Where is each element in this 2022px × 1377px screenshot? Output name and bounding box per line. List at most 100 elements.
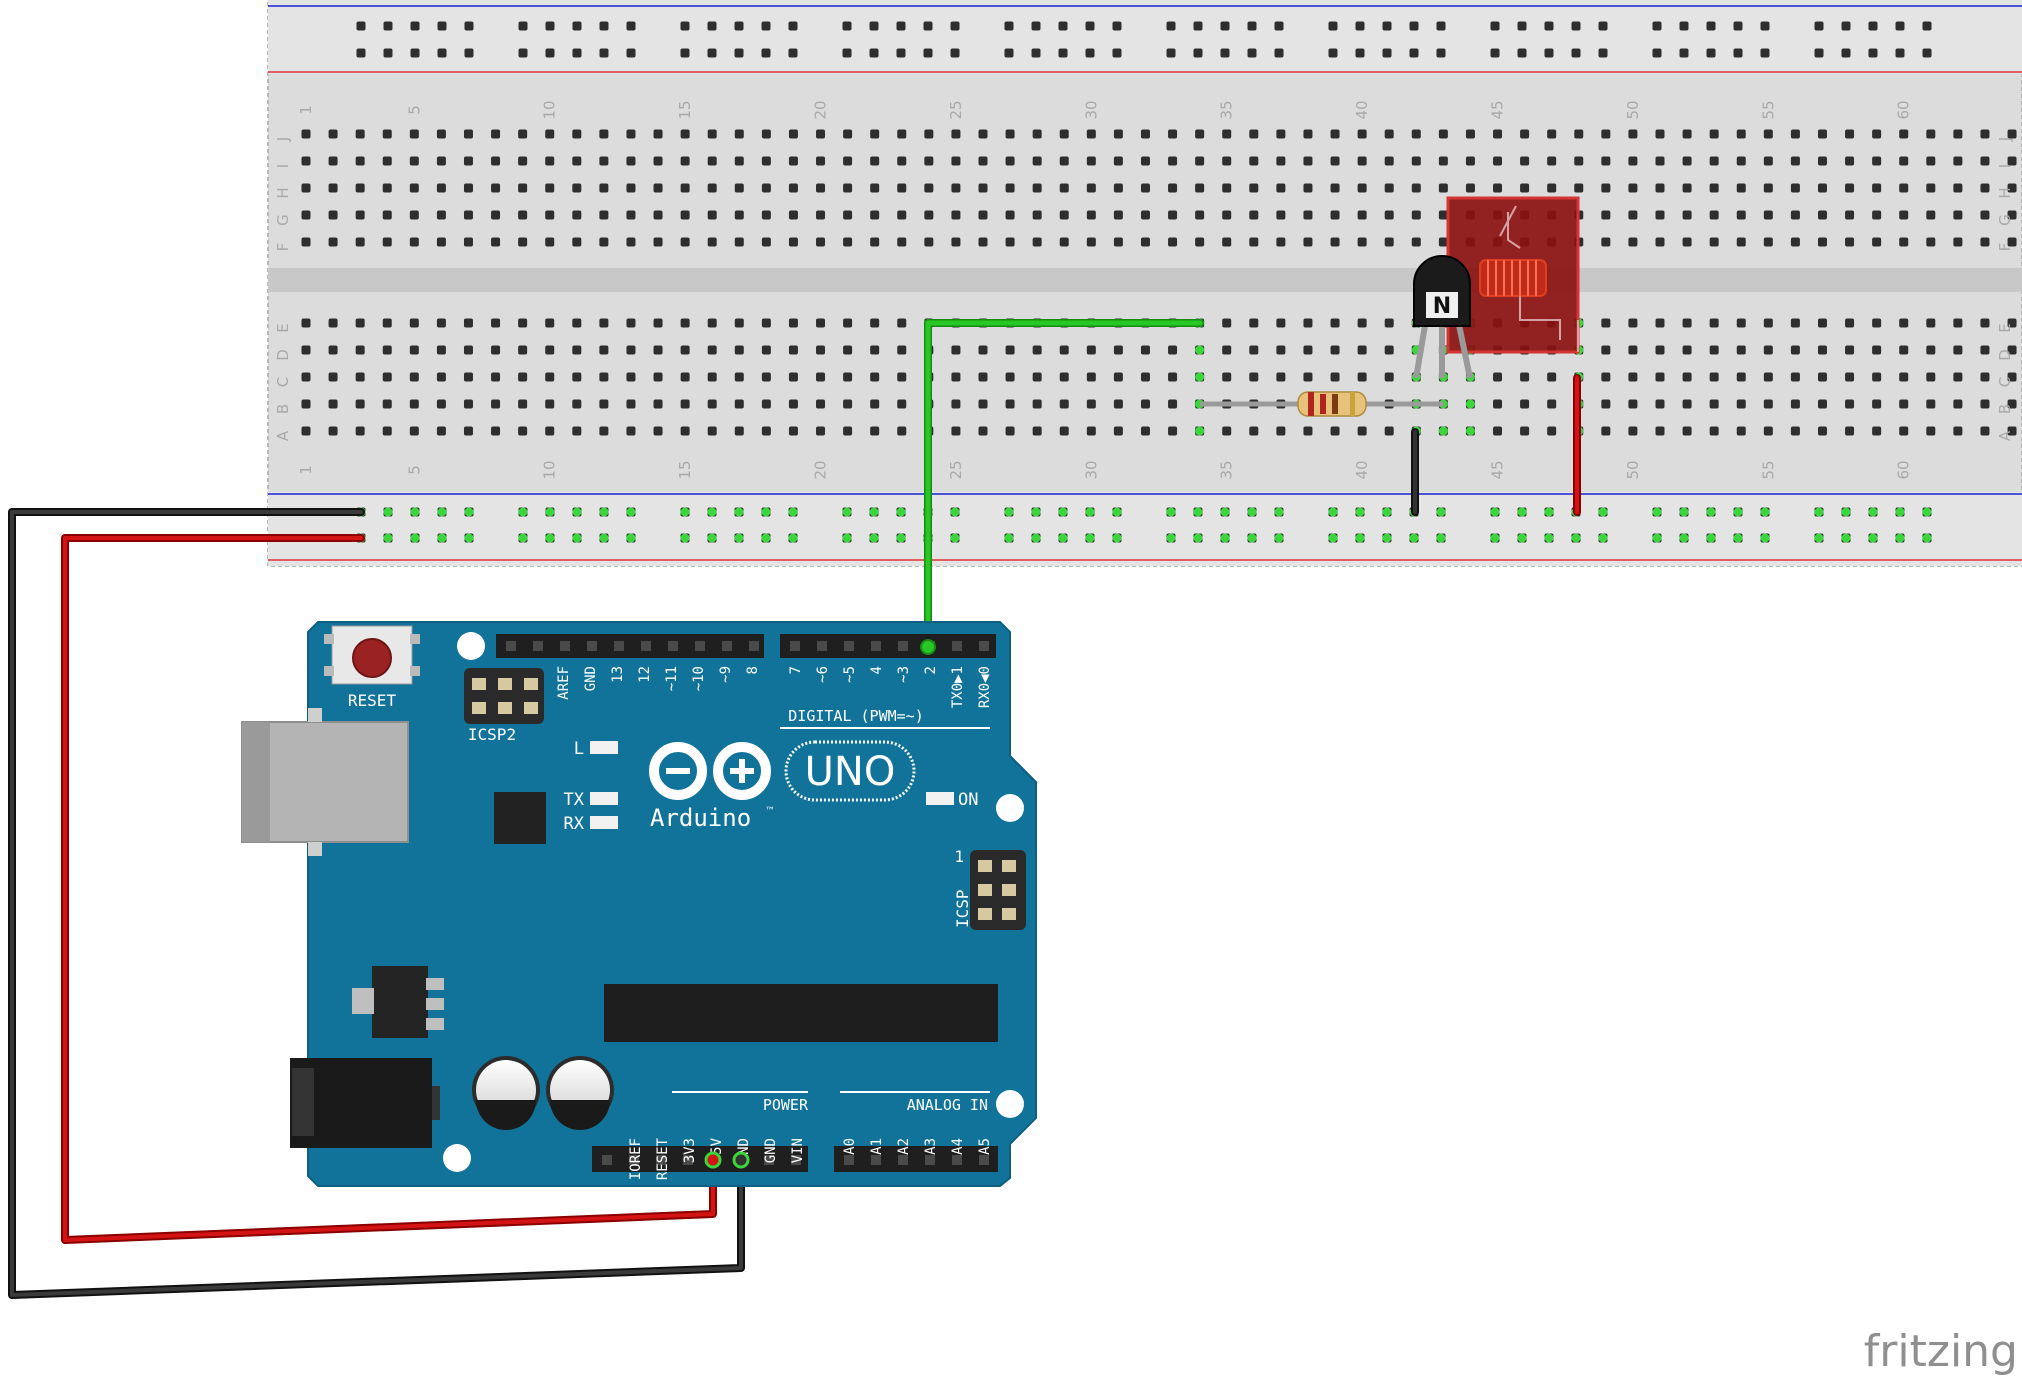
breadboard-hole <box>978 399 988 409</box>
breadboard-hole <box>1655 237 1665 247</box>
digital-pin-label: 8 <box>745 666 761 674</box>
wire-gnd-black-core <box>10 510 743 1297</box>
breadboard-hole <box>1709 399 1719 409</box>
breadboard-hole <box>1032 210 1042 220</box>
breadboard-hole <box>1357 183 1367 193</box>
breadboard-hole <box>1357 372 1367 382</box>
breadboard-hole <box>626 426 636 436</box>
breadboard-hole <box>1980 237 1990 247</box>
breadboard-hole <box>1817 156 1827 166</box>
breadboard-hole <box>1574 183 1584 193</box>
rail-hole <box>680 48 690 58</box>
rail-hole <box>599 21 609 31</box>
digital-pin-label: ~10 <box>691 666 707 691</box>
breadboard-hole <box>355 318 365 328</box>
breadboard-hole <box>1140 345 1150 355</box>
breadboard-hole <box>1655 129 1665 139</box>
breadboard-hole <box>1384 372 1394 382</box>
arduino-tm: ™ <box>765 806 775 817</box>
breadboard-hole <box>518 318 528 328</box>
connected-hole <box>383 533 393 543</box>
breadboard-hole <box>653 210 663 220</box>
rail-hole <box>1922 21 1932 31</box>
breadboard-hole <box>572 210 582 220</box>
breadboard-hole <box>1330 129 1340 139</box>
breadboard-hole <box>1601 318 1611 328</box>
breadboard-hole <box>572 372 582 382</box>
breadboard-hole <box>1980 318 1990 328</box>
breadboard-hole <box>1005 399 1015 409</box>
breadboard-hole <box>1113 210 1123 220</box>
breadboard-hole <box>924 156 934 166</box>
breadboard-hole <box>1899 399 1909 409</box>
breadboard-hole <box>301 345 311 355</box>
breadboard-hole <box>653 426 663 436</box>
connected-hole <box>734 507 744 517</box>
breadboard-hole <box>1059 372 1069 382</box>
rail-hole <box>1652 21 1662 31</box>
rail-hole <box>1355 48 1365 58</box>
connected-hole <box>1436 533 1446 543</box>
breadboard-hole <box>897 129 907 139</box>
breadboard-hole <box>978 426 988 436</box>
rail-hole <box>599 48 609 58</box>
connected-hole <box>869 507 879 517</box>
breadboard-hole <box>1817 426 1827 436</box>
connected-hole <box>1328 533 1338 543</box>
rail-hole <box>410 21 420 31</box>
wire-endpoints <box>704 639 936 1169</box>
breadboard-hole <box>491 372 501 382</box>
connected-hole <box>1193 507 1203 517</box>
breadboard-hole <box>1222 345 1232 355</box>
connected-hole <box>896 533 906 543</box>
breadboard-hole <box>680 399 690 409</box>
breadboard-hole <box>382 183 392 193</box>
breadboard-hole <box>1790 210 1800 220</box>
breadboard-hole <box>1276 237 1286 247</box>
usb-connector <box>241 708 409 856</box>
breadboard-hole <box>843 318 853 328</box>
breadboard-hole <box>1628 237 1638 247</box>
breadboard-hole <box>409 156 419 166</box>
connected-hole <box>761 533 771 543</box>
breadboard-hole <box>1005 129 1015 139</box>
breadboard-hole <box>1709 318 1719 328</box>
connected-hole <box>1706 507 1716 517</box>
transistor-marking: N <box>1433 294 1451 319</box>
breadboard-hole <box>1140 399 1150 409</box>
breadboard-hole <box>1547 156 1557 166</box>
breadboard-hole <box>761 345 771 355</box>
breadboard-hole <box>491 237 501 247</box>
breadboard-hole <box>599 372 609 382</box>
breadboard-hole <box>1032 345 1042 355</box>
breadboard-hole <box>1709 210 1719 220</box>
breadboard-hole <box>1330 183 1340 193</box>
analog-pin-label: A4 <box>950 1138 966 1155</box>
breadboard-hole <box>1899 372 1909 382</box>
connected-hole <box>1166 533 1176 543</box>
breadboard-hole <box>1872 156 1882 166</box>
rail-hole <box>437 48 447 58</box>
rail-hole <box>1652 48 1662 58</box>
breadboard-hole <box>1357 426 1367 436</box>
digital-pin-hole <box>533 641 543 651</box>
breadboard-hole <box>870 237 880 247</box>
breadboard-hole <box>1926 426 1936 436</box>
breadboard-hole <box>1086 345 1096 355</box>
breadboard-hole <box>382 156 392 166</box>
breadboard-hole <box>1059 399 1069 409</box>
breadboard-hole <box>2007 129 2017 139</box>
digital-header-right <box>780 634 996 658</box>
rail-hole <box>1004 48 1014 58</box>
breadboard-hole <box>518 399 528 409</box>
connected-hole <box>950 507 960 517</box>
connected-hole <box>1868 533 1878 543</box>
column-number: 15 <box>676 100 694 119</box>
breadboard-hole <box>734 237 744 247</box>
breadboard-hole <box>653 345 663 355</box>
breadboard-hole <box>1059 237 1069 247</box>
column-number: 30 <box>1082 460 1100 479</box>
connected-hole <box>1195 426 1205 436</box>
breadboard-hole <box>1682 156 1692 166</box>
digital-pin-hole <box>871 641 881 651</box>
